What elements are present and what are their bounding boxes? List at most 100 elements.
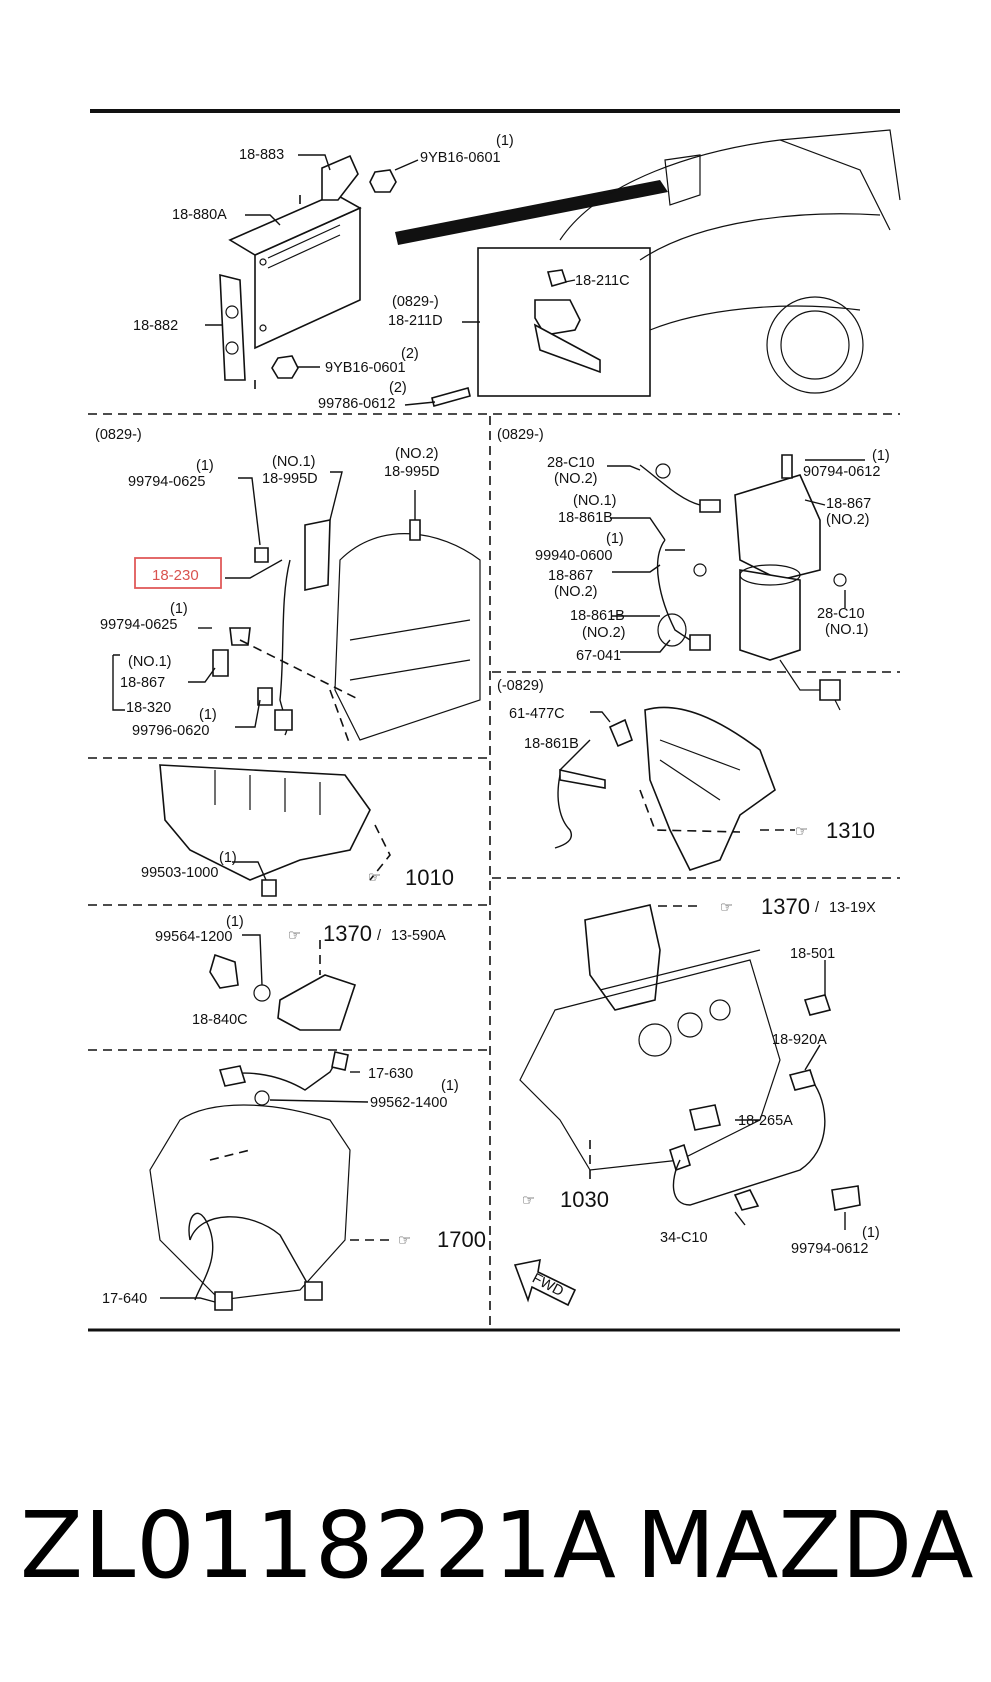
label-34-c10: 34-C10 [660, 1230, 708, 1246]
label-61-477c: 61-477C [509, 706, 565, 722]
nut-bottom [271, 355, 299, 379]
label-99786-0612: 99786-0612 [318, 396, 395, 412]
parts-diagram: 18-883 9YB16-0601 (1) 18-880A 18-882 9YB… [88, 109, 901, 1332]
right-low-section [513, 904, 861, 1307]
label-99794-0625-b: 99794-0625 [100, 617, 177, 633]
label-qty-99786: (2) [389, 380, 407, 396]
label-qty-1-c: (1) [199, 707, 217, 723]
right-mid-section [554, 706, 795, 871]
label-18-883: 18-883 [239, 147, 284, 163]
label-qty-90794: (1) [872, 448, 890, 464]
hand-icon-1030: ☞ [522, 1193, 535, 1209]
left-mid2-section [209, 934, 357, 1031]
label-no2-a: (NO.2) [395, 446, 439, 462]
left-upper-section [112, 471, 481, 746]
label-18-320: 18-320 [126, 700, 171, 716]
ref-1030[interactable]: 1030 [560, 1187, 609, 1212]
fwd-arrow [513, 1258, 577, 1307]
label-no1-a: (NO.1) [272, 454, 316, 470]
label-18-995d-2: 18-995D [384, 464, 440, 480]
label-qty-1-a: (1) [196, 458, 214, 474]
top-section [205, 129, 901, 407]
ref-13-19x[interactable]: 13-19X [829, 900, 876, 916]
label-18-861b-mid: 18-861B [524, 736, 579, 752]
slash-left: / [377, 928, 382, 944]
label-99794-0612: 99794-0612 [791, 1241, 868, 1257]
label-18-880a: 18-880A [172, 207, 227, 223]
label-99503-1000: 99503-1000 [141, 865, 218, 881]
highlight-18-230 [134, 557, 222, 589]
label-18-861b-a: 18-861B [558, 510, 613, 526]
hand-icon-1370-left: ☞ [288, 928, 301, 944]
label-18-265a: 18-265A [738, 1113, 793, 1129]
part-number: ZL0118221A [20, 1492, 617, 1599]
label-9yb16-0601-bottom: 9YB16-0601 [325, 360, 406, 376]
label-99562-1400: 99562-1400 [370, 1095, 447, 1111]
label-18-840c: 18-840C [192, 1012, 248, 1028]
bolt-99786 [431, 387, 471, 407]
label-0829-right: (0829-) [497, 427, 544, 443]
hand-icon-1310: ☞ [795, 824, 808, 840]
label-18-861b-b: 18-861B [570, 608, 625, 624]
bracket-18-882 [219, 273, 246, 381]
footer: ZL0118221A MAZDA [0, 1492, 991, 1602]
bracket-18-883 [321, 154, 359, 201]
label-99796-0620: 99796-0620 [132, 723, 209, 739]
label-18-211c: 18-211C [575, 273, 630, 289]
brand-name: MAZDA [636, 1492, 974, 1599]
label-18-867-b: 18-867 [826, 496, 871, 512]
label-18-867-a: 18-867 [548, 568, 593, 584]
hand-icon-1700: ☞ [398, 1233, 411, 1249]
label-no2-c10: (NO.2) [554, 471, 598, 487]
label-qty-99940: (1) [606, 531, 624, 547]
label-qty-99564: (1) [226, 914, 244, 930]
label-qty-top: (1) [496, 133, 514, 149]
label-18-501: 18-501 [790, 946, 835, 962]
label-18-867-left: 18-867 [120, 675, 165, 691]
label-no1-c10: (NO.1) [825, 622, 869, 638]
label-qty-99503: (1) [219, 850, 237, 866]
label-0829-left: (0829-) [95, 427, 142, 443]
ref-1700[interactable]: 1700 [437, 1227, 486, 1252]
label-no2-867: (NO.2) [554, 584, 598, 600]
label-18-230: 18-230 [152, 567, 199, 584]
label-no2-861b: (NO.2) [582, 625, 626, 641]
label-99940-0600: 99940-0600 [535, 548, 612, 564]
label-no1-861b: (NO.1) [573, 493, 617, 509]
ref-1010[interactable]: 1010 [405, 865, 454, 890]
label-67-041: 67-041 [576, 648, 621, 664]
label-18-211d: 18-211D [388, 313, 443, 329]
label-18-995d-1: 18-995D [262, 471, 318, 487]
left-mid1-section [159, 764, 391, 897]
label-0829-top: (0829-) [392, 294, 439, 310]
ecu-unit [228, 193, 362, 350]
ref-1370-right[interactable]: 1370 [761, 894, 810, 919]
label-90794-0612: 90794-0612 [803, 464, 880, 480]
hand-icon-1370-right: ☞ [720, 900, 733, 916]
ref-1370-left[interactable]: 1370 [323, 921, 372, 946]
label-9yb16-0601-top: 9YB16-0601 [420, 150, 501, 166]
pointer-wedge [395, 180, 668, 245]
left-low-section [149, 1051, 395, 1311]
label-99564-1200: 99564-1200 [155, 929, 232, 945]
slash-right: / [815, 900, 820, 916]
label-no2-867b: (NO.2) [826, 512, 870, 528]
label-qty-bottom: (2) [401, 346, 419, 362]
label-qty-99794: (1) [862, 1225, 880, 1241]
label-18-920a: 18-920A [772, 1032, 827, 1048]
ref-1310[interactable]: 1310 [826, 818, 875, 843]
label-17-630: 17-630 [368, 1066, 413, 1082]
label-99794-0625-a: 99794-0625 [128, 474, 205, 490]
hand-icon-1010: ☞ [368, 870, 381, 886]
label-28-c10-b: 28-C10 [817, 606, 865, 622]
label-no1-b: (NO.1) [128, 654, 172, 670]
right-upper-section [607, 454, 865, 711]
label-0829-mid: (-0829) [497, 678, 544, 694]
label-qty-1-b: (1) [170, 601, 188, 617]
car-outline [559, 129, 901, 394]
label-28-c10-a: 28-C10 [547, 455, 595, 471]
ref-13-590a[interactable]: 13-590A [391, 928, 446, 944]
nut-top [369, 169, 397, 193]
label-18-882: 18-882 [133, 318, 178, 334]
label-qty-99562: (1) [441, 1078, 459, 1094]
